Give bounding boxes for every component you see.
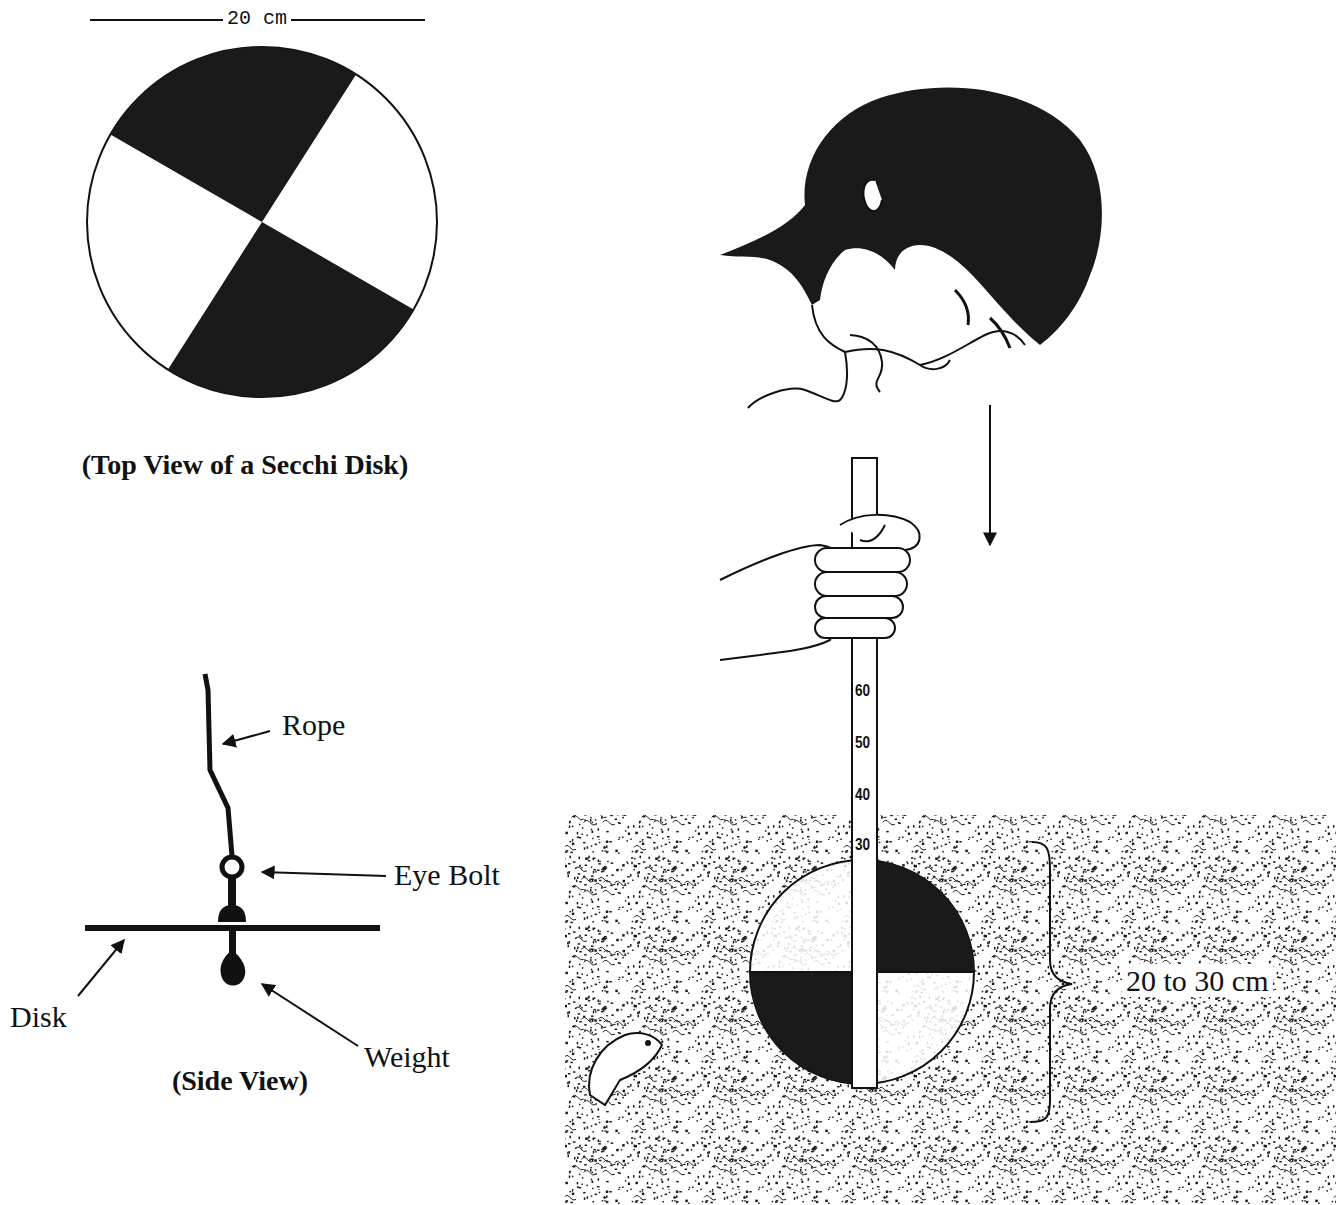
dimension-label: 20 to 30 cm xyxy=(1122,964,1273,997)
eye-bolt xyxy=(222,857,242,877)
weight xyxy=(220,950,245,986)
dimension-label: 20 cm xyxy=(223,8,291,30)
view-arrow xyxy=(989,405,991,545)
bracket xyxy=(1030,842,1072,1122)
scale-number: 60 xyxy=(855,682,870,701)
water xyxy=(565,815,1336,1205)
secchi-disk-top xyxy=(87,47,437,397)
rope xyxy=(205,674,232,856)
part-name: Weight xyxy=(364,1040,450,1073)
secchi-disk-side xyxy=(78,674,386,1046)
part-name: Rope xyxy=(282,708,345,741)
leader-lines xyxy=(78,731,386,1046)
scale-number: 50 xyxy=(855,734,870,753)
figure-caption: (Side View) xyxy=(172,1066,308,1097)
scale-number: 30 xyxy=(855,836,870,855)
scale-number: 40 xyxy=(855,786,870,805)
hand xyxy=(720,515,920,660)
fish xyxy=(589,1033,662,1105)
figure-caption: (Top View of a Secchi Disk) xyxy=(82,450,408,481)
part-name: Eye Bolt xyxy=(394,858,500,891)
nut xyxy=(218,905,246,922)
part-name: Disk xyxy=(10,1000,67,1033)
observer-head xyxy=(720,87,1102,408)
